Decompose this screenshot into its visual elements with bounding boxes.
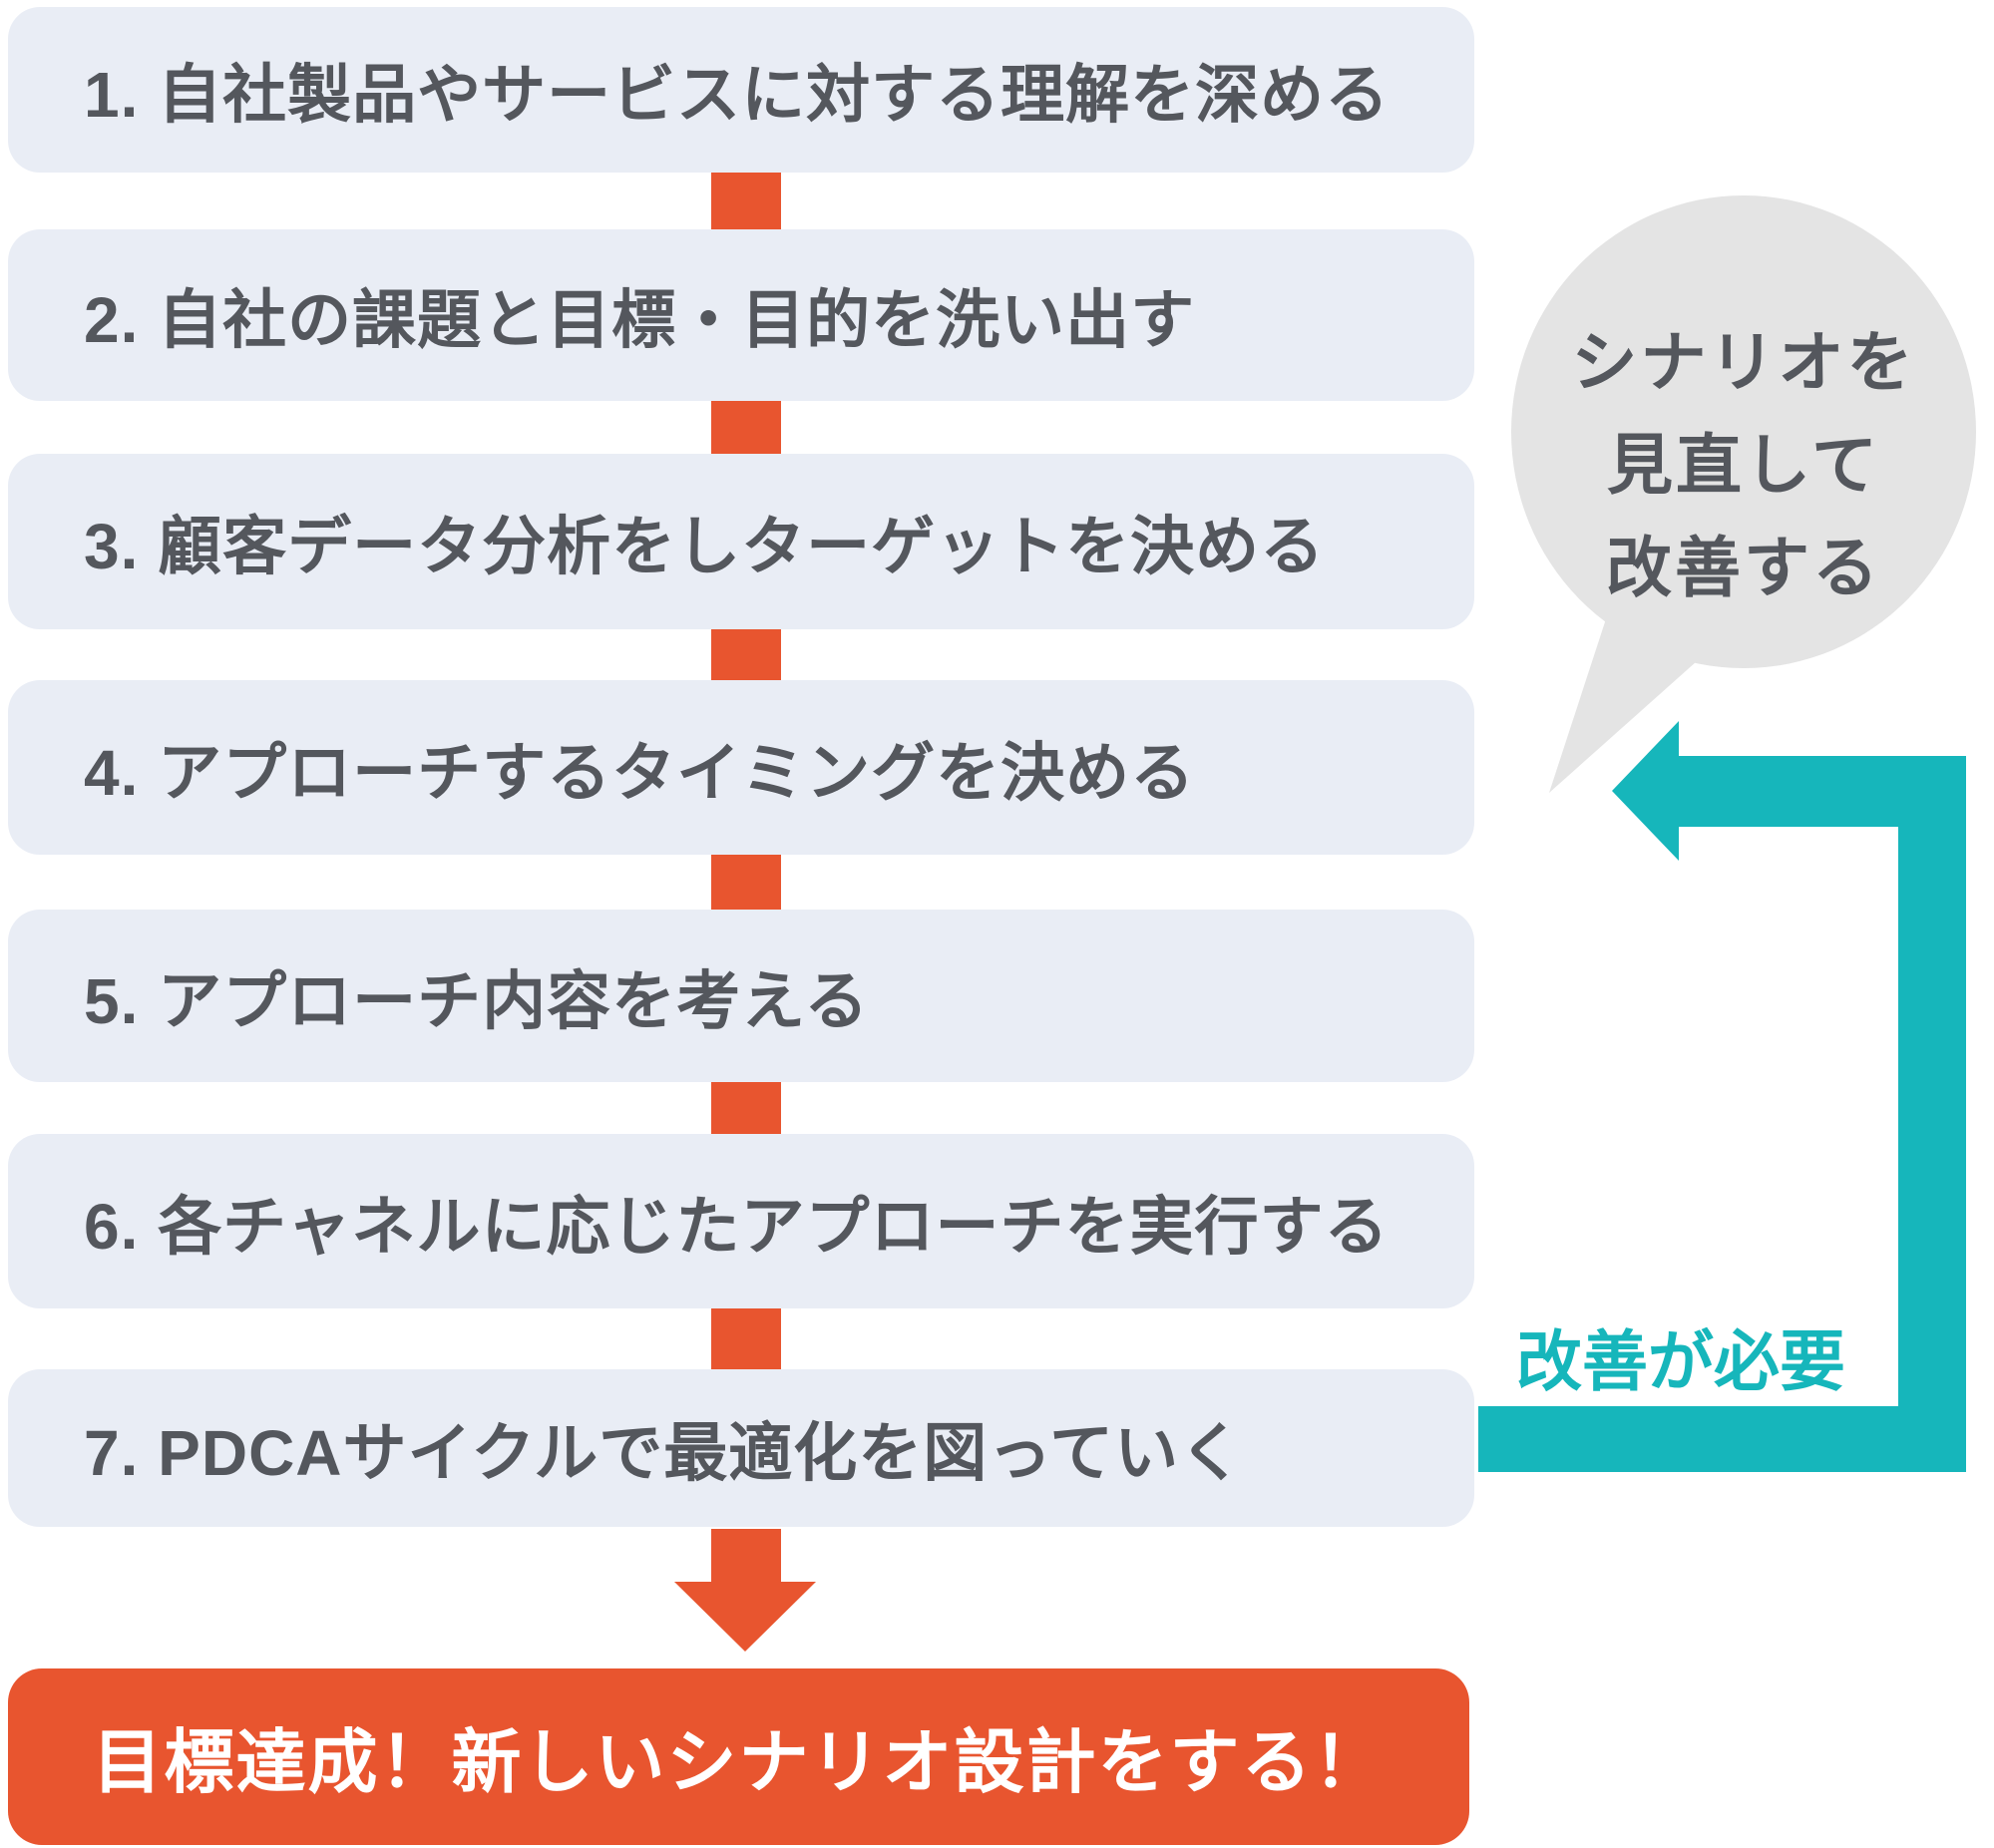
feedback-arrow-top-segment bbox=[1679, 756, 1966, 827]
step-box-7: 7. PDCAサイクルで最適化を図っていく bbox=[8, 1369, 1474, 1527]
step-label-4: 4. アプローチするタイミングを決める bbox=[84, 736, 1196, 809]
step-connector-icon-5 bbox=[711, 1082, 781, 1134]
speech-bubble-line-3: 改善する bbox=[1606, 531, 1881, 604]
step-label-2: 2. 自社の課題と目標・目的を洗い出す bbox=[84, 284, 1196, 356]
step-label-5: 5. アプローチ内容を考える bbox=[84, 964, 870, 1037]
step-label-3: 3. 顧客データ分析をしターゲットを決める bbox=[84, 511, 1326, 582]
step-connector-icon-2 bbox=[711, 401, 781, 454]
down-arrow-head-icon bbox=[674, 1582, 816, 1652]
step-box-3: 3. 顧客データ分析をしターゲットを決める bbox=[8, 454, 1474, 629]
step-connector-icon-3 bbox=[711, 629, 781, 680]
step-connector-icon-6 bbox=[711, 1308, 781, 1369]
step-box-1: 1. 自社製品やサービスに対する理解を深める bbox=[8, 7, 1474, 173]
speech-bubble-tail-icon bbox=[1549, 588, 1706, 793]
feedback-arrow-label: 改善が必要 bbox=[1516, 1324, 1845, 1398]
speech-bubble-text: シナリオを 見直して 改善する bbox=[1511, 311, 1976, 619]
goal-box: 目標達成！新しいシナリオ設計をする！ bbox=[8, 1668, 1469, 1845]
step-connector-icon-1 bbox=[711, 173, 781, 229]
step-label-6: 6. 各チャネルに応じたアプローチを実行する bbox=[84, 1190, 1390, 1263]
feedback-arrow-left-head-icon bbox=[1612, 721, 1679, 861]
step-connector-icon-4 bbox=[711, 855, 781, 910]
speech-bubble bbox=[1511, 195, 1976, 668]
feedback-arrow-bottom-segment bbox=[1478, 1406, 1966, 1472]
step-label-7: 7. PDCAサイクルで最適化を図っていく bbox=[84, 1417, 1245, 1489]
step-box-5: 5. アプローチ内容を考える bbox=[8, 910, 1474, 1082]
step-box-2: 2. 自社の課題と目標・目的を洗い出す bbox=[8, 229, 1474, 401]
feedback-arrow-vertical-segment bbox=[1898, 756, 1966, 1472]
speech-bubble-line-2: 見直して bbox=[1606, 428, 1881, 502]
goal-label: 目標達成！新しいシナリオ設計をする！ bbox=[92, 1723, 1386, 1801]
speech-bubble-line-1: シナリオを bbox=[1571, 325, 1916, 399]
step-box-6: 6. 各チャネルに応じたアプローチを実行する bbox=[8, 1134, 1474, 1308]
step-box-4: 4. アプローチするタイミングを決める bbox=[8, 680, 1474, 855]
down-arrow-icon bbox=[711, 1529, 781, 1584]
step-label-1: 1. 自社製品やサービスに対する理解を深める bbox=[84, 59, 1391, 131]
